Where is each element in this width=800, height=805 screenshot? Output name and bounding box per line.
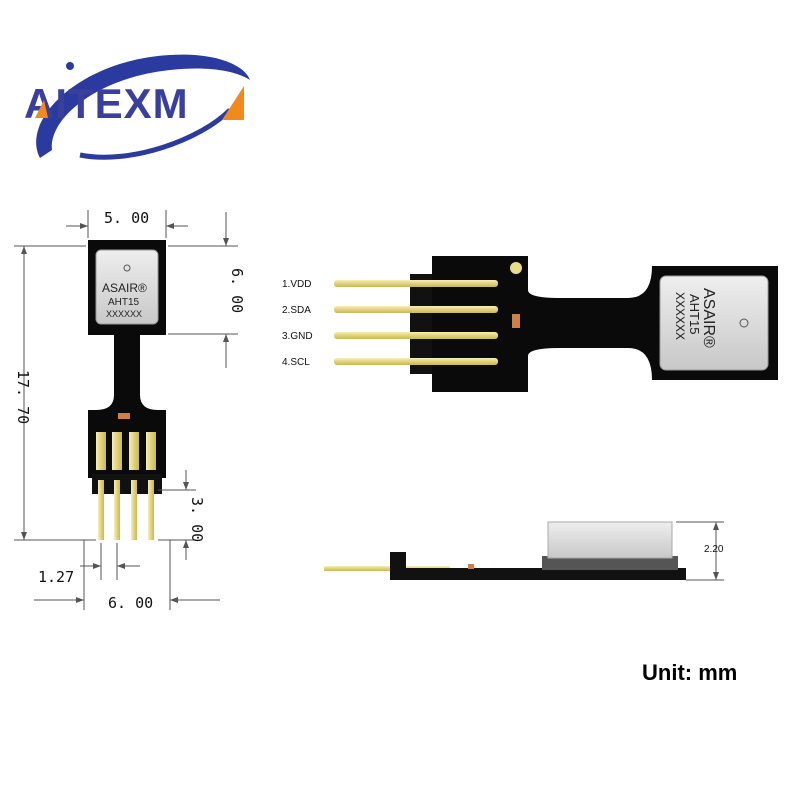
logo-accent-shape [35, 100, 48, 118]
chip-serial-label: XXXXXX [106, 309, 142, 319]
chip-model-label: AHT15 [687, 294, 702, 334]
dim-pin-length: 3. 00 [188, 497, 206, 542]
chip-vent-hole [739, 318, 749, 328]
pinout-view: ASAIR® AHT15 XXXXXX 1.VDD 2.SDA 3.GND 4.… [282, 256, 778, 392]
chip-model-label: AHT15 [108, 297, 140, 308]
pcb-body [396, 568, 686, 580]
pin-label-scl: 4.SCL [282, 357, 310, 368]
pin [114, 480, 120, 540]
dim-total-length: 17. 70 [14, 370, 32, 424]
chip-vent-hole [123, 264, 131, 272]
pin-label-gnd: 3.GND [282, 331, 313, 342]
chip-brand-label: ASAIR® [102, 281, 147, 295]
component [468, 564, 474, 569]
pin-label-vdd: 1.VDD [282, 279, 311, 290]
resistor [118, 413, 130, 419]
resistor [512, 314, 520, 328]
pin [334, 332, 498, 339]
dim-top-width: 5. 00 [104, 209, 149, 227]
chip-serial-label: XXXXXX [673, 292, 687, 340]
unit-label: Unit: mm [642, 660, 738, 685]
pin [131, 480, 137, 540]
pin-label-sda: 2.SDA [282, 305, 311, 316]
logo: AITEXM [24, 54, 250, 160]
pin [98, 480, 104, 540]
chip-brand-label: ASAIR® [700, 288, 717, 348]
pin [324, 566, 450, 571]
pin [334, 358, 498, 365]
pad [112, 432, 122, 470]
pad [96, 432, 106, 470]
logo-swoosh [36, 54, 250, 159]
logo-text: AITEXM [24, 80, 189, 127]
dim-chip-height: 6. 00 [228, 268, 246, 313]
pad [129, 432, 139, 470]
profile-view: 2.20 [324, 521, 724, 581]
pin [148, 480, 154, 540]
logo-dot [66, 62, 74, 70]
pad [146, 432, 156, 470]
dim-side-height: 2.20 [704, 544, 724, 555]
pin [334, 280, 498, 287]
chip-body [547, 521, 673, 559]
top-view: ASAIR® AHT15 XXXXXX 5. 00 6. 00 [14, 209, 246, 612]
logo-accent-shape [222, 86, 244, 120]
header-housing [92, 474, 162, 494]
header-housing [410, 274, 432, 374]
dim-connector-width: 6. 00 [108, 594, 153, 612]
chip-body [659, 275, 769, 371]
dim-pitch: 1.27 [38, 568, 74, 586]
chip-base [542, 556, 678, 570]
chip-body [95, 249, 159, 325]
mounting-dot [510, 262, 522, 274]
pin [334, 306, 498, 313]
